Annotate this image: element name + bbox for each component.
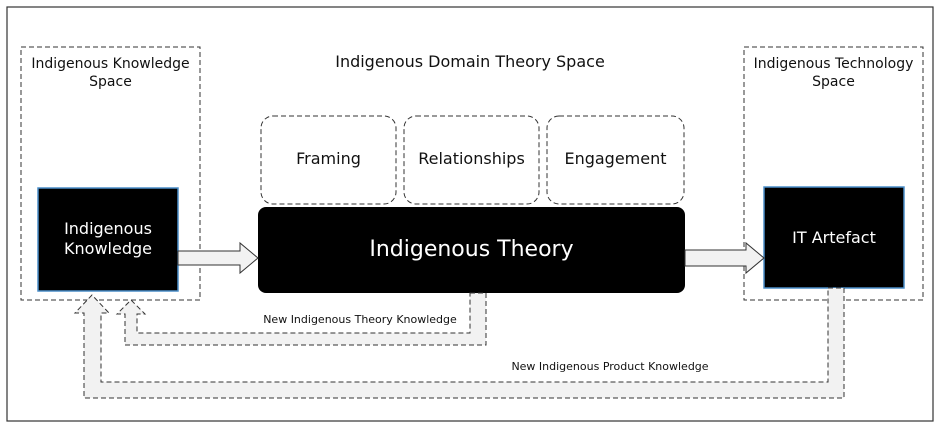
- it-artefact-node: [763, 186, 905, 289]
- concept-box-relationships: [403, 115, 540, 205]
- feedback-theory-label: New Indigenous Theory Knowledge: [263, 313, 457, 326]
- indigenous-theory-label: Indigenous Theory: [369, 237, 574, 262]
- arrow-theory-to-artefact: [684, 241, 765, 275]
- knowledge-space-box: [20, 46, 201, 301]
- feedback-arrow-product-knowledge: [73, 287, 845, 399]
- feedback-product-label: New Indigenous Product Knowledge: [511, 360, 709, 373]
- concept-box-framing: [260, 115, 397, 205]
- concept-engagement: Engagement: [564, 149, 667, 168]
- concept-framing: Framing: [296, 149, 361, 168]
- indigenous-theory-node: [258, 207, 685, 293]
- technology-space-title: Indigenous Technology Space: [753, 56, 914, 90]
- it-artefact-label: IT Artefact: [792, 228, 876, 247]
- indigenous-knowledge-node: [37, 187, 179, 292]
- concept-box-engagement: [546, 115, 685, 205]
- indigenous-knowledge-label: Indigenous Knowledge: [64, 219, 152, 258]
- domain-space-title: Indigenous Domain Theory Space: [335, 52, 605, 71]
- concept-relationships: Relationships: [418, 149, 525, 168]
- feedback-arrow-theory-knowledge: [115, 292, 487, 346]
- knowledge-space-title: Indigenous Knowledge Space: [31, 56, 190, 90]
- arrow-knowledge-to-theory: [177, 241, 259, 275]
